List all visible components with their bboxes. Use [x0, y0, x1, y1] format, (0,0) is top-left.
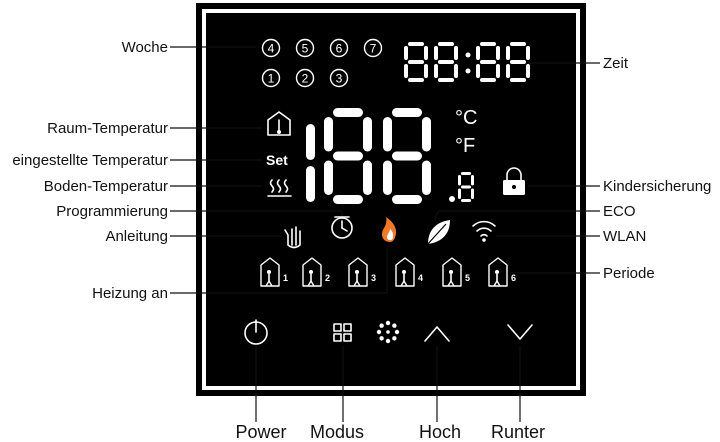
label-periode: Periode	[603, 265, 655, 282]
label-hoch: Hoch	[419, 422, 461, 442]
week-day-6: 6	[329, 38, 349, 58]
fan-dots-icon[interactable]	[376, 320, 400, 344]
lock-icon	[503, 167, 525, 195]
down-button[interactable]	[507, 324, 533, 340]
time-digit	[506, 42, 530, 82]
label-wlan: WLAN	[603, 228, 646, 245]
time-display	[404, 42, 530, 82]
svg-text:5: 5	[465, 273, 470, 283]
svg-text:6: 6	[511, 273, 516, 283]
week-day-5: 5	[295, 38, 315, 58]
week-day-2: 2	[295, 68, 315, 88]
leader-lines	[170, 46, 600, 422]
svg-text:2: 2	[325, 273, 330, 283]
temp-digit	[383, 108, 431, 204]
time-digit	[476, 42, 500, 82]
period-icons: 1 2 3 4 5 6	[260, 257, 516, 287]
clock-icon	[331, 216, 353, 239]
week-day-1: 1	[261, 68, 281, 88]
up-button[interactable]	[424, 326, 450, 342]
label-raum-temperatur: Raum-Temperatur	[47, 120, 168, 137]
period-icon-1: 1	[260, 257, 288, 287]
svg-text:2: 2	[302, 72, 309, 86]
svg-text:1: 1	[283, 273, 288, 283]
temperature-display	[306, 108, 474, 204]
period-icon-5: 5	[442, 257, 470, 287]
week-days: 4 5 6 7 1 2 3	[261, 38, 383, 88]
label-eco: ECO	[603, 203, 636, 220]
wifi-icon	[472, 220, 496, 242]
svg-text:4: 4	[268, 42, 275, 56]
power-button[interactable]	[244, 319, 268, 345]
label-anleitung: Anleitung	[105, 228, 168, 245]
label-heizung-an: Heizung an	[92, 285, 168, 302]
temp-digit	[306, 124, 315, 202]
leaf-icon	[425, 220, 450, 247]
period-icon-3: 3	[348, 257, 376, 287]
floor-heating-icon	[267, 179, 292, 197]
label-kindersicherung: Kindersicherung	[603, 178, 711, 195]
svg-text:7: 7	[370, 42, 377, 56]
label-power: Power	[235, 422, 286, 442]
svg-text:3: 3	[371, 273, 376, 283]
label-runter: Runter	[491, 422, 545, 442]
label-boden-temperatur: Boden-Temperatur	[44, 178, 168, 195]
period-icon-6: 6	[488, 257, 516, 287]
flame-icon	[382, 217, 397, 242]
week-day-7: 7	[363, 38, 383, 58]
week-day-4: 4	[261, 38, 281, 58]
label-modus: Modus	[310, 422, 364, 442]
period-icon-4: 4	[395, 257, 423, 287]
time-digit	[404, 42, 428, 82]
period-icon-2: 2	[302, 257, 330, 287]
hand-icon	[284, 226, 301, 249]
label-programmierung: Programmierung	[56, 203, 168, 220]
thermostat-panel	[196, 3, 586, 396]
label-zeit: Zeit	[603, 55, 629, 72]
svg-text:5: 5	[302, 42, 309, 56]
room-temperature-icon	[267, 111, 291, 136]
decimal-digit	[449, 172, 474, 202]
svg-text:6: 6	[336, 42, 343, 56]
decimal-five	[458, 172, 474, 202]
svg-text:4: 4	[418, 273, 423, 283]
time-digit	[434, 42, 458, 82]
svg-text:1: 1	[268, 72, 275, 86]
set-indicator: Set	[266, 152, 288, 168]
svg-text:3: 3	[336, 72, 343, 86]
unit-celsius: °C	[455, 107, 477, 129]
week-day-3: 3	[329, 68, 349, 88]
label-eingestellte-temperatur: eingestellte Temperatur	[12, 152, 168, 169]
mode-button[interactable]	[333, 323, 352, 342]
label-woche: Woche	[122, 39, 168, 56]
unit-fahrenheit: °F	[455, 135, 475, 157]
temp-digit	[324, 108, 372, 204]
